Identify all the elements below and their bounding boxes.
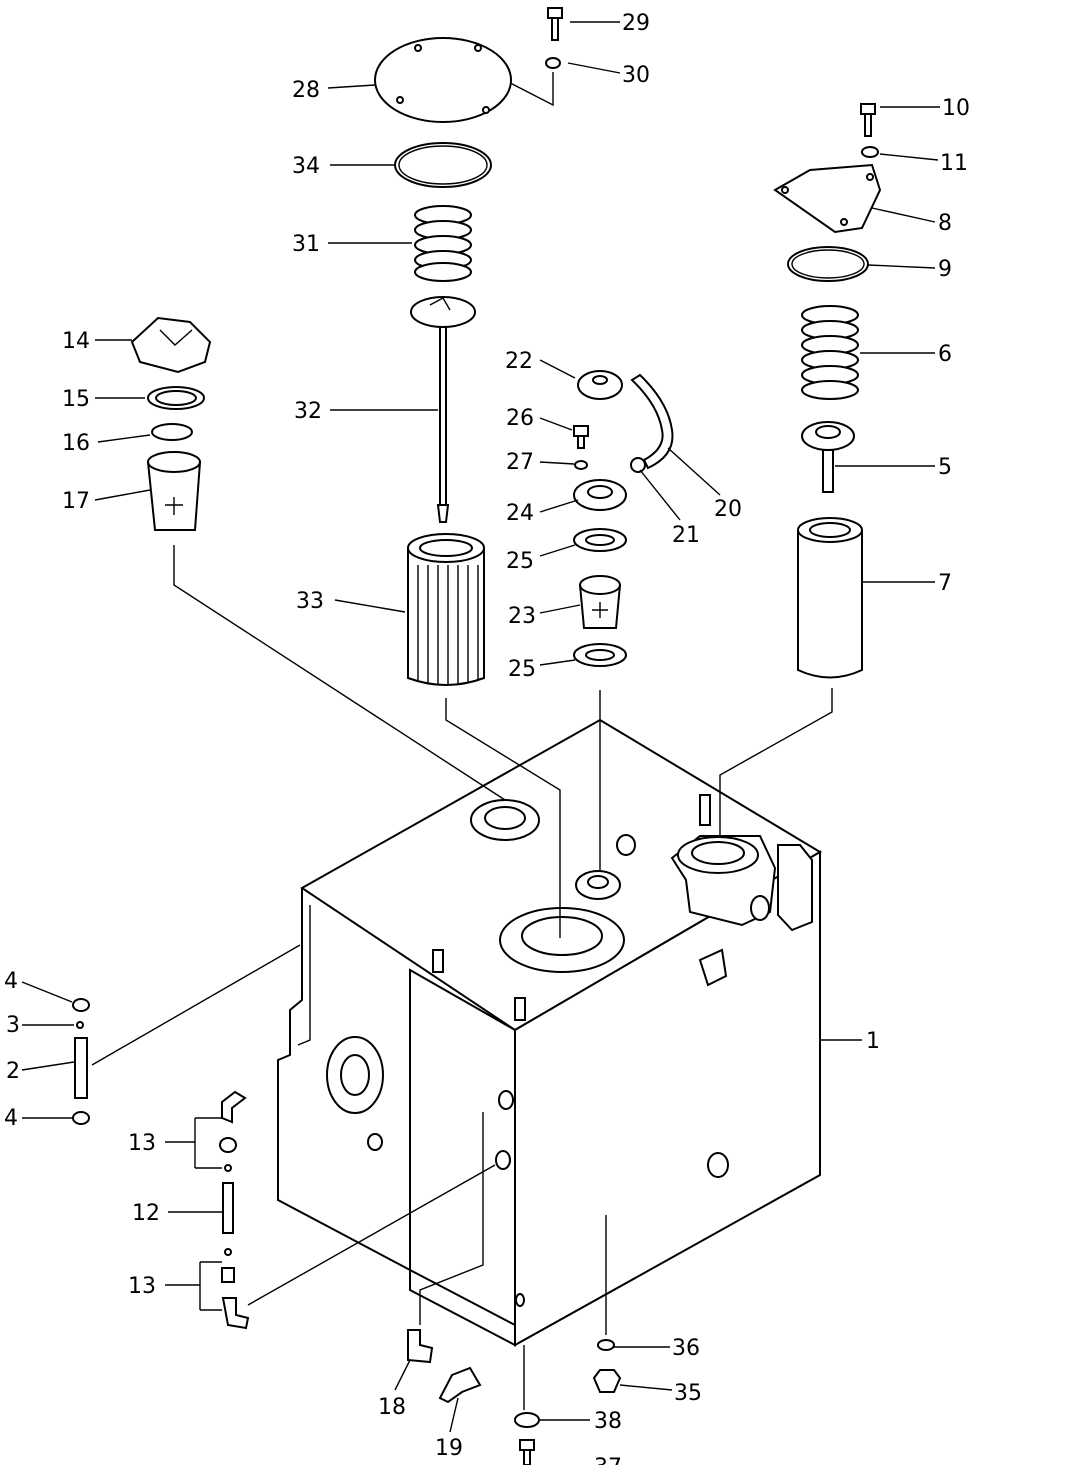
label-13-top: 13 [128,1131,156,1156]
label-28: 28 [292,78,320,103]
label-24: 24 [506,501,534,526]
label-20: 20 [714,497,742,522]
center-fittings-group [573,370,674,870]
label-18: 18 [378,1395,406,1420]
label-9: 9 [938,257,952,282]
label-29: 29 [622,11,650,36]
drain-valve-group [407,1112,484,1404]
label-7: 7 [938,571,952,596]
label-22: 22 [505,349,533,374]
label-25-bottom: 25 [508,657,536,682]
label-31: 31 [292,232,320,257]
label-38: 38 [594,1409,622,1434]
label-11: 11 [940,151,968,176]
leader-lines [21,21,940,1433]
label-4-bottom: 4 [4,1106,18,1131]
label-1: 1 [866,1029,880,1054]
label-25-top: 25 [506,549,534,574]
label-6: 6 [938,342,952,367]
level-gauge-rod [72,944,301,1125]
label-35: 35 [674,1381,702,1406]
label-4-top: 4 [4,969,18,994]
label-32: 32 [294,399,322,424]
right-filter-group [719,103,882,838]
label-37: 37 [594,1455,622,1465]
label-27: 27 [506,450,534,475]
label-14: 14 [62,329,90,354]
filler-strainer-group [130,316,506,801]
label-19: 19 [435,1436,463,1461]
label-34: 34 [292,154,320,179]
drain-plug-group [514,1215,622,1466]
label-36: 36 [672,1336,700,1361]
label-15: 15 [62,387,90,412]
label-21: 21 [672,523,700,548]
label-13-bottom: 13 [128,1274,156,1299]
part-number-labels: 1 2 3 4 4 5 6 7 8 9 10 11 12 13 13 14 15… [4,11,970,1470]
label-16: 16 [62,431,90,456]
label-23: 23 [508,604,536,629]
label-10: 10 [942,96,970,121]
label-33: 33 [296,589,324,614]
drain-hose-assembly [219,1090,496,1330]
label-17: 17 [62,489,90,514]
label-3: 3 [6,1013,20,1038]
hydraulic-tank [277,718,822,1347]
center-filter-group [374,7,563,938]
label-8: 8 [938,211,952,236]
label-12: 12 [132,1201,160,1226]
label-5: 5 [938,455,952,480]
label-30: 30 [622,63,650,88]
label-26: 26 [506,406,534,431]
label-2: 2 [6,1059,20,1084]
